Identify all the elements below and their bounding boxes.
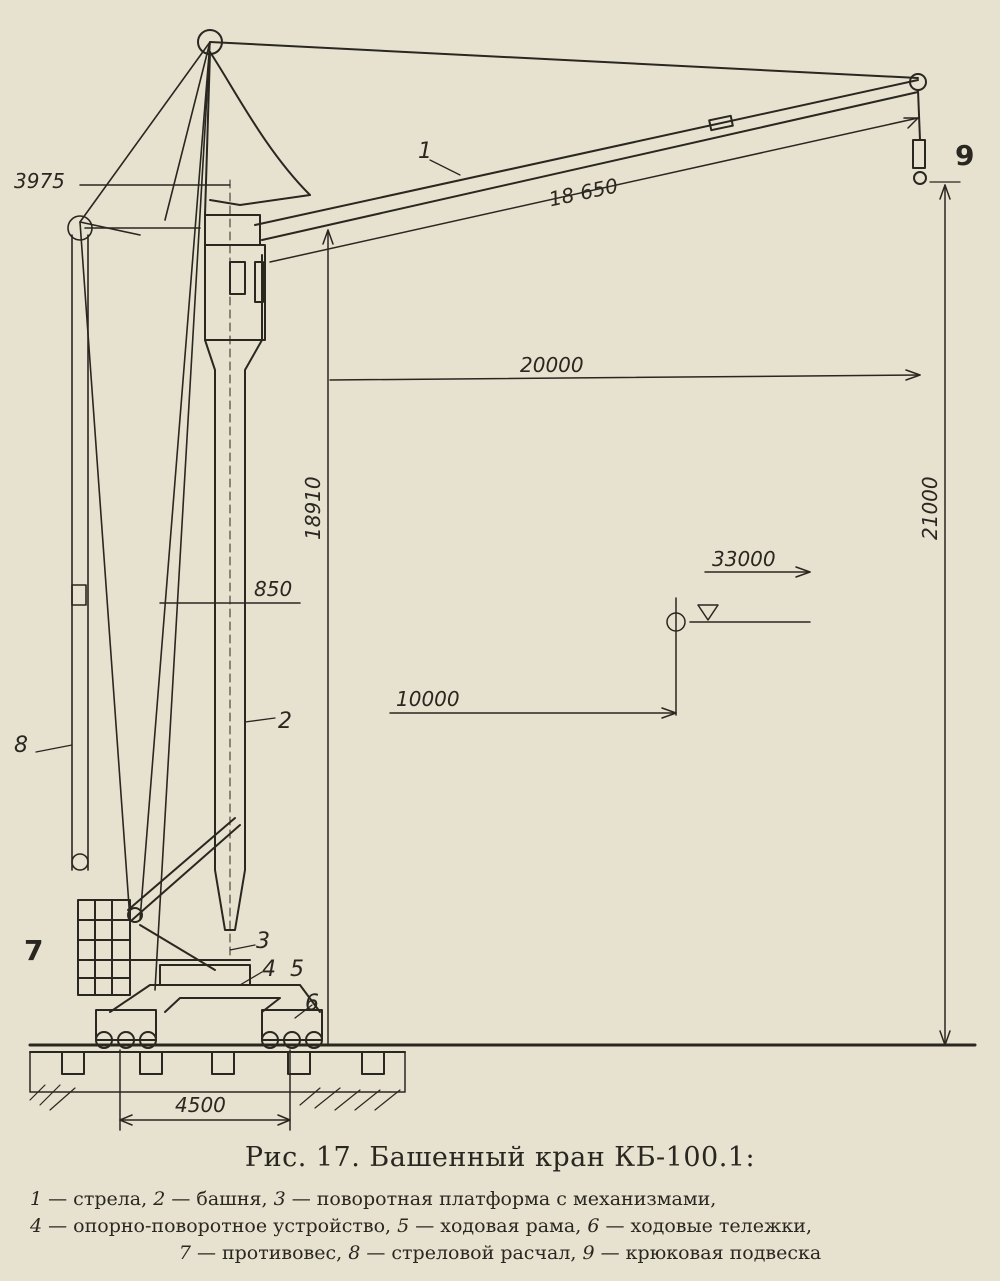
callout-3: 3 [256, 929, 270, 954]
legend-text-5: — ходовая рама, [409, 1215, 588, 1237]
jib-stays [67, 41, 211, 991]
dim-33000: 33000 [712, 547, 776, 571]
legend-num-4: 4 [30, 1215, 43, 1237]
travel-bogies [95, 1009, 323, 1049]
callout-9: 9 [955, 139, 974, 172]
running-frame [109, 964, 321, 1013]
hook-block [912, 89, 927, 185]
ground-track [28, 1043, 977, 1111]
legend-num-5: 5 [397, 1215, 410, 1237]
dim-4500: 4500 [175, 1093, 226, 1117]
callout-5: 5 [290, 957, 304, 982]
slewing-platform [127, 817, 251, 971]
legend-text-8: — стреловой расчал, [360, 1242, 583, 1264]
callout-2: 2 [278, 709, 292, 734]
legend-num-3: 3 [273, 1188, 286, 1210]
callout-leaders [35, 159, 961, 1019]
dim-10000: 10000 [396, 687, 460, 711]
callout-1: 1 [418, 139, 432, 164]
legend-text-9: — крюковая подвеска [594, 1242, 822, 1264]
dim-21000: 21000 [918, 476, 942, 540]
dim-18650: 18 650 [547, 173, 620, 211]
dim-3975: 3975 [14, 169, 65, 193]
legend-text-2: — башня, [165, 1188, 274, 1210]
tower-head [197, 29, 311, 216]
dim-20000: 20000 [520, 353, 584, 377]
callout-6: 6 [305, 991, 319, 1016]
jib [209, 41, 927, 241]
legend-num-6: 6 [587, 1215, 600, 1237]
legend-num-8: 8 [348, 1242, 361, 1264]
legend-num-1: 1 [30, 1188, 43, 1210]
legend-text-7: — противовес, [190, 1242, 349, 1264]
counterweight [77, 899, 131, 996]
callout-4: 4 [262, 957, 276, 982]
legend-text-4: — опорно-поворотное устройство, [42, 1215, 398, 1237]
legend-text-1: — стрела, [42, 1188, 154, 1210]
legend-text-3: — поворотная платформа с механизмами, [285, 1188, 717, 1210]
legend-num-7: 7 [178, 1242, 191, 1264]
dimension-lines [79, 117, 951, 1131]
legend-num-9: 9 [582, 1242, 595, 1264]
legend-num-2: 2 [153, 1188, 166, 1210]
figure-caption-title: Рис. 17. Башенный кран КБ-100.1: [244, 1142, 756, 1173]
legend-text-6: — ходовые тележки, [599, 1215, 813, 1237]
figure-legend: 1 — стрела, 2 — башня, 3 — поворотная пл… [30, 1186, 970, 1267]
callout-8: 8 [14, 733, 28, 758]
callout-7: 7 [24, 934, 43, 967]
dim-850: 850 [254, 577, 292, 601]
dim-18910: 18910 [301, 476, 325, 540]
tower [204, 179, 266, 961]
